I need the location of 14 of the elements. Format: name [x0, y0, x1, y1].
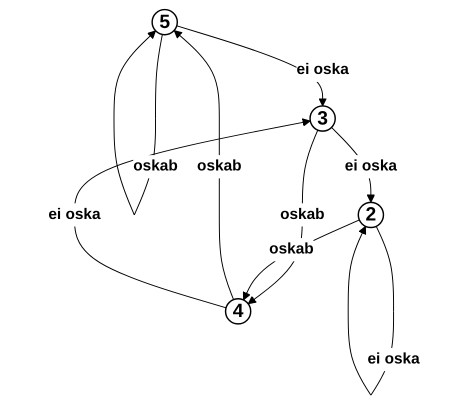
edge-label: oskab: [280, 206, 325, 223]
arrow: [242, 220, 360, 300]
edge-label: oskab: [133, 158, 178, 174]
node-circle: 5: [151, 8, 178, 36]
node-circle: 2: [358, 202, 384, 228]
arrow: [174, 30, 234, 300]
edge-label: ei oska: [367, 350, 420, 368]
edge-label: oskab: [197, 158, 242, 174]
edge-label: ei oska: [48, 206, 101, 223]
node-circle: 3: [309, 105, 336, 132]
edge-label: ei oska: [344, 158, 397, 174]
edge-label: ei oska: [296, 62, 349, 78]
node-circle: 4: [224, 298, 252, 325]
edge-label: oskab: [269, 241, 314, 258]
